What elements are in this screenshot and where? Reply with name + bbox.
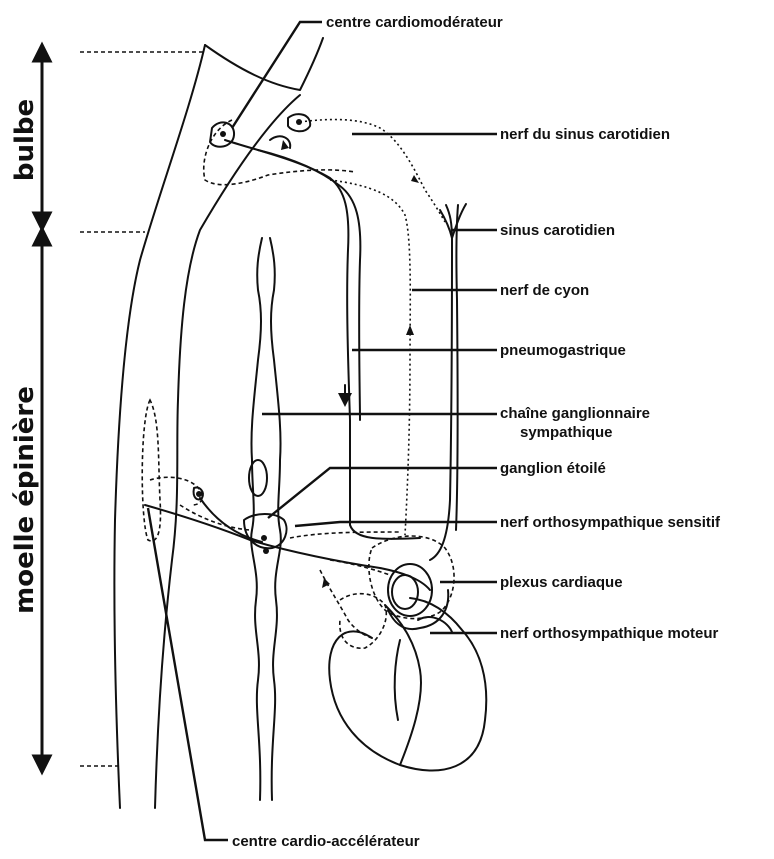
moelle-epiniere-label: moelle épinière (10, 386, 40, 614)
label-nerf-orthosympathique-moteur: nerf orthosympathique moteur (500, 625, 719, 642)
label-chaine-ganglionnaire-line2: sympathique (520, 424, 613, 441)
sinus-carotidien-artery (430, 204, 466, 560)
level-markers (80, 52, 205, 766)
label-ganglion-etoile: ganglion étoilé (500, 460, 606, 477)
label-nerf-orthosympathique-sensitif: nerf orthosympathique sensitif (500, 514, 721, 531)
centre-cardio-accelerateur-nucleus (142, 400, 430, 590)
label-plexus-cardiaque: plexus cardiaque (500, 574, 623, 591)
label-nerf-de-cyon: nerf de cyon (500, 282, 589, 299)
label-chaine-ganglionnaire-line1: chaîne ganglionnaire (500, 405, 650, 422)
label-pneumogastrique: pneumogastrique (500, 342, 626, 359)
nerf-sinus-carotidien-path (300, 120, 445, 535)
pneumogastrique-nerve (225, 140, 420, 539)
centre-cardiomoderateur-nucleus (210, 114, 310, 150)
bulbe-label: bulbe (10, 99, 40, 181)
nerf-orthosympathique-sensitif-path (290, 532, 400, 638)
chaine-ganglionnaire-sympathique (249, 238, 281, 800)
label-nerf-sinus-carotidien: nerf du sinus carotidien (500, 126, 670, 143)
label-centre-cardiomoderateur: centre cardiomodérateur (326, 14, 503, 31)
label-sinus-carotidien: sinus carotidien (500, 222, 615, 239)
spinal-cord-outline (114, 38, 355, 808)
label-centre-cardio-accelerateur: centre cardio-accélérateur (232, 833, 420, 850)
heart (329, 594, 486, 771)
leader-lines (148, 22, 497, 840)
